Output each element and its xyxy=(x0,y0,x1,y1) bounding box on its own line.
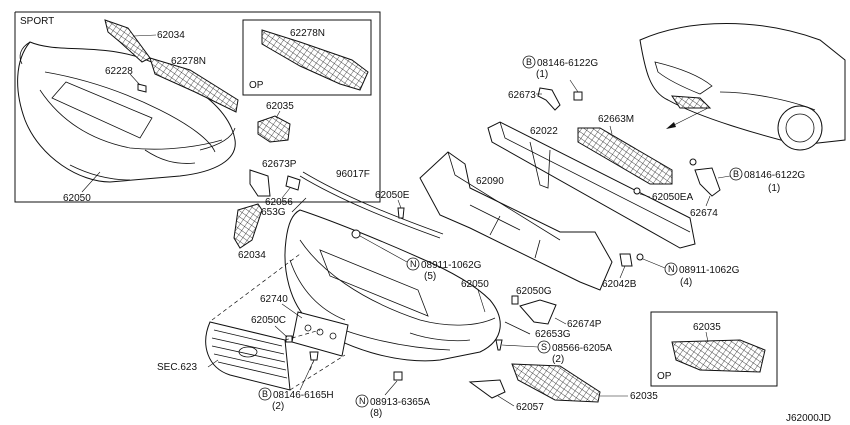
label-62035-bottom: 62035 xyxy=(630,391,658,402)
label-bolt-top-qty: (1) xyxy=(536,69,548,80)
label-62056: 62056 xyxy=(265,197,293,208)
part-62022-reinforcement xyxy=(487,121,696,249)
op-box-top: OP xyxy=(242,19,372,96)
part-62663M xyxy=(577,127,673,185)
label-nut-bottom-qty: (8) xyxy=(370,408,382,419)
label-62228: 62228 xyxy=(105,66,133,77)
op-label-top: OP xyxy=(249,80,264,91)
car-front-view xyxy=(639,23,846,151)
label-62740: 62740 xyxy=(260,294,288,305)
part-62034-left xyxy=(233,203,263,249)
label-62674: 62674 xyxy=(690,208,718,219)
label-62035-mid: 62035 xyxy=(266,101,294,112)
label-bolt-right-qty: (1) xyxy=(768,183,780,194)
label-62022: 62022 xyxy=(530,126,558,137)
part-62740 xyxy=(291,311,349,357)
label-62035-op: 62035 xyxy=(693,322,721,333)
bolt-symbol-right: B xyxy=(733,169,739,179)
label-62050G: 62050G xyxy=(516,286,552,297)
bolt-symbol-bottom: B xyxy=(262,389,268,399)
label-62034-left: 62034 xyxy=(238,250,266,261)
label-62050: 62050 xyxy=(461,279,489,290)
label-96017F: 96017F xyxy=(336,169,370,180)
label-62042B: 62042B xyxy=(602,279,637,290)
label-62050C: 62050C xyxy=(251,315,286,326)
op-box-bottom: OP xyxy=(650,311,778,387)
label-62663M: 62663M xyxy=(598,114,634,125)
label-62090: 62090 xyxy=(476,176,504,187)
sport-box: SPORT xyxy=(14,11,381,203)
screw-symbol: S xyxy=(541,342,547,352)
label-62278N-sport: 62278N xyxy=(171,56,206,67)
label-screw-code: 08566-6205A xyxy=(552,343,612,354)
label-62050EA: 62050EA xyxy=(652,192,693,203)
label-screw-qty: (2) xyxy=(552,354,564,365)
label-bolt-bottom-code: 08146-6165H xyxy=(273,390,334,401)
part-62035-bottom xyxy=(511,363,601,403)
bolt-symbol-top: B xyxy=(526,57,532,67)
front-grille xyxy=(205,321,291,391)
label-62673: 62673 xyxy=(508,90,536,101)
label-62278N-op: 62278N xyxy=(290,28,325,39)
nut-symbol-bottom: N xyxy=(359,396,366,406)
label-nut-mid-qty: (5) xyxy=(424,271,436,282)
label-nut-bottom-code: 08913-6365A xyxy=(370,397,430,408)
part-62673P xyxy=(249,169,271,197)
label-62050-sport: 62050 xyxy=(63,193,91,204)
label-62673P: 62673P xyxy=(262,159,297,170)
sport-bumper-62050 xyxy=(17,41,236,183)
op-label-bottom: OP xyxy=(657,371,672,382)
part-62278N-sport xyxy=(149,57,239,113)
part-62034-top xyxy=(104,19,151,63)
part-62057 xyxy=(468,379,506,399)
part-62674P xyxy=(519,299,557,325)
label-nut-right-qty: (4) xyxy=(680,277,692,288)
label-nut-right-code: 08911-1062G xyxy=(679,265,740,276)
label-62653G-left: 62653G xyxy=(250,207,286,218)
label-sec623: SEC.623 xyxy=(157,362,197,373)
footer-code: J62000JD xyxy=(786,413,831,424)
label-62653G-right: 62653G xyxy=(535,329,571,340)
label-62674P: 62674P xyxy=(567,319,602,330)
nut-symbol-mid: N xyxy=(410,259,417,269)
sport-title: SPORT xyxy=(20,16,54,27)
label-bolt-bottom-qty: (2) xyxy=(272,401,284,412)
part-62674 xyxy=(689,158,721,197)
label-62057: 62057 xyxy=(516,402,544,413)
nut-symbol-right: N xyxy=(668,264,675,274)
label-bolt-top-code: 08146-6122G xyxy=(537,58,598,69)
label-nut-mid-code: 08911-1062G xyxy=(421,260,482,271)
part-62673 xyxy=(537,87,561,111)
part-62035-mid xyxy=(257,115,291,143)
label-62034-top: 62034 xyxy=(157,30,185,41)
label-bolt-right-code: 08146-6122G xyxy=(744,170,805,181)
label-62050E: 62050E xyxy=(375,190,410,201)
part-62228 xyxy=(137,83,147,93)
part-62090-absorber xyxy=(419,151,613,291)
part-96017F xyxy=(299,171,444,239)
